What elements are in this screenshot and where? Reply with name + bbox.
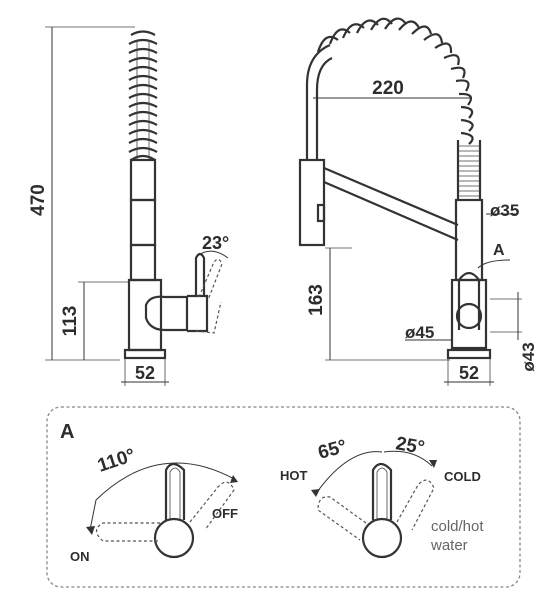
- lever-handle-upright: [164, 462, 186, 520]
- cold-angle-label: 25°: [394, 433, 426, 459]
- lever-handle-side: [194, 252, 206, 296]
- lever-hot-position: [317, 496, 367, 541]
- hose-coil-vertical: [456, 140, 482, 200]
- lever-tilted-body: [195, 301, 222, 334]
- lever-on-off-detail: 110° OFF ON: [70, 445, 238, 564]
- pipe-diameter-label: ø35: [490, 201, 519, 220]
- mixer-housing: [144, 295, 189, 332]
- base-width-left-label: 52: [135, 363, 155, 383]
- lever-knob: [153, 517, 195, 559]
- hole-diameter-label: ø43: [519, 342, 538, 371]
- spout-arm-bottom: [323, 180, 459, 242]
- spring-coil-right: [316, 17, 474, 145]
- height-total-label: 470: [28, 184, 49, 216]
- pipe-upper-left: [129, 158, 157, 202]
- base-diameter-label: ø45: [405, 323, 434, 342]
- hot-angle-label: 65°: [316, 436, 349, 464]
- lever-knob-right: [361, 517, 403, 559]
- rotation-arc-110: [89, 462, 237, 531]
- callout-marker: A: [493, 242, 505, 259]
- reach-label: 220: [372, 78, 404, 99]
- lever-hot-cold-detail: 65° 25° HOT COLD cold/hot water: [280, 433, 484, 559]
- detail-title: A: [60, 421, 74, 443]
- rotation-arc-65: [314, 451, 383, 496]
- lever-knob-front: [455, 302, 483, 330]
- faucet-base-left: [123, 348, 167, 360]
- rotation-angle-label: 110°: [95, 445, 138, 477]
- note-line-1: cold/hot: [431, 518, 484, 535]
- spout-arm-top: [323, 166, 459, 227]
- note-line-2: water: [430, 537, 468, 554]
- height-lever-label: 113: [60, 306, 81, 337]
- front-view: 220 163 ø35 A ø45 ø43 52: [298, 17, 538, 386]
- lever-cold-position: [396, 479, 435, 531]
- lever-off-position: [189, 481, 235, 531]
- pipe-sleeve-left: [129, 198, 157, 247]
- mixer-body-right: [450, 278, 488, 350]
- lever-handle-upright-right: [371, 462, 393, 520]
- tilt-angle-label: 23°: [202, 233, 229, 253]
- on-label: ON: [70, 549, 90, 564]
- callout-leader: [477, 259, 511, 269]
- faucet-base-right: [446, 348, 492, 360]
- spray-head: [298, 158, 326, 247]
- tilt-angle-arc: [198, 250, 229, 259]
- detail-a-panel: A 110° OFF ON 65° 25°: [46, 406, 521, 588]
- lever-on-position: [95, 522, 160, 542]
- height-body-label: 163: [306, 284, 327, 316]
- detail-frame: [46, 406, 521, 588]
- lever-tilted-outline: [198, 258, 223, 301]
- hot-label: HOT: [280, 468, 308, 483]
- lever-joint: [187, 294, 209, 333]
- off-label: OFF: [212, 506, 238, 521]
- rotation-arc-25: [383, 450, 433, 467]
- side-view: 23° 470 113 52: [28, 26, 229, 386]
- pipe-lower-left: [129, 243, 157, 282]
- base-width-right-label: 52: [459, 363, 479, 383]
- spout-neck: [305, 43, 331, 160]
- cold-label: COLD: [444, 469, 481, 484]
- lever-handle-front: [457, 271, 481, 330]
- spring-coil-left: [128, 30, 158, 161]
